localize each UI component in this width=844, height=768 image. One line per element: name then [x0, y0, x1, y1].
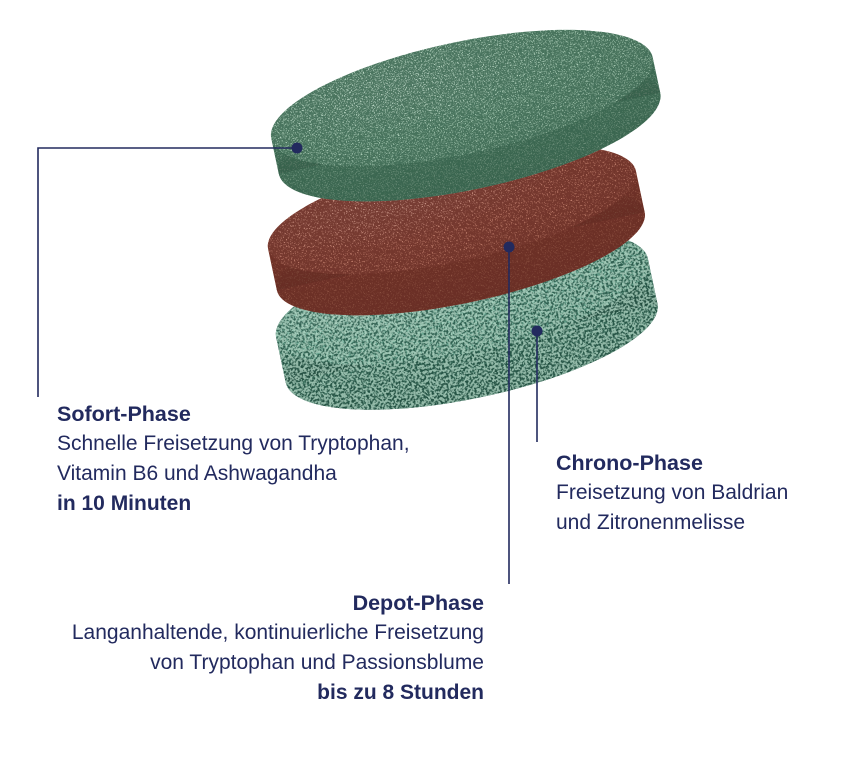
connector-lines	[37, 147, 538, 584]
sofort-connector-line	[37, 147, 297, 397]
depot-phase-line1: Langanhaltende, kontinuierliche Freisetz…	[71, 621, 484, 644]
chrono-phase-line2: und Zitronenmelisse	[556, 511, 746, 534]
depot-phase-annotation: Depot-Phase Langanhaltende, kontinuierli…	[72, 588, 484, 708]
depot-connector-dot	[503, 241, 515, 253]
sofort-phase-title: Sofort-Phase	[57, 402, 191, 426]
sofort-phase-line1: Schnelle Freisetzung von Tryptophan,	[57, 432, 410, 455]
sofort-phase-annotation: Sofort-Phase Schnelle Freisetzung von Tr…	[57, 399, 410, 519]
tablet-layer-depot	[257, 120, 656, 342]
chrono-connector-dot	[531, 325, 543, 337]
chrono-phase-annotation: Chrono-Phase Freisetzung von Baldrian un…	[556, 448, 788, 538]
sofort-phase-line2: Vitamin B6 und Ashwagandha	[57, 462, 337, 485]
chrono-phase-title: Chrono-Phase	[556, 451, 703, 475]
depot-phase-title: Depot-Phase	[352, 591, 484, 615]
chrono-phase-line1: Freisetzung von Baldrian	[556, 481, 789, 504]
sofort-connector-dot	[291, 142, 303, 154]
depot-phase-duration: bis zu 8 Stunden	[317, 681, 484, 704]
depot-phase-line2: von Tryptophan und Passionsblume	[150, 651, 484, 674]
sofort-phase-duration: in 10 Minuten	[57, 492, 192, 515]
